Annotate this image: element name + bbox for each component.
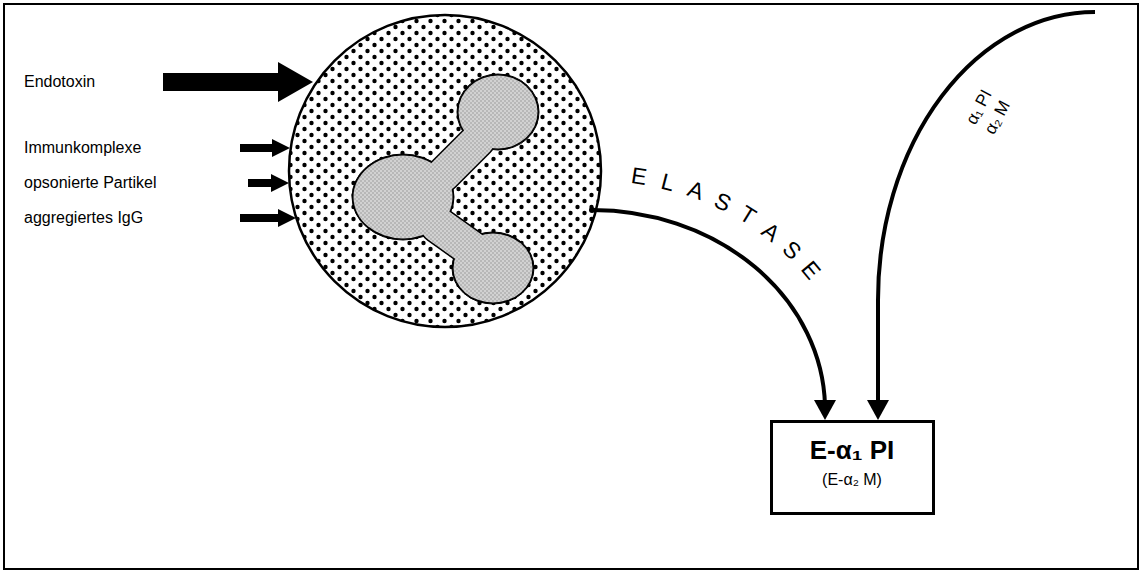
arrowhead	[814, 400, 836, 420]
enzyme-letter: A	[684, 175, 707, 205]
stimulus-arrow	[248, 174, 289, 192]
inhibitor-arrow	[878, 12, 1095, 405]
neutrophil-cell	[289, 15, 601, 327]
inhibitor-group: α₁ PIα₂ M	[961, 86, 1015, 138]
complex-name: E-α₁ PI	[787, 433, 918, 467]
enzyme-letter: A	[757, 217, 785, 247]
enzyme-letter: L	[659, 167, 678, 195]
enzyme-letter: S	[710, 187, 735, 217]
stimulus-label: aggregiertes IgG	[24, 208, 143, 228]
stimulus-label: opsonierte Partikel	[24, 173, 157, 193]
enzyme-letter: E	[629, 162, 648, 190]
nucleus	[354, 76, 538, 303]
stimulus-arrow	[240, 209, 296, 227]
frame	[4, 4, 1138, 569]
stimulus-label: Endotoxin	[24, 72, 95, 92]
enzyme-letter: T	[735, 201, 761, 231]
arrowhead	[867, 400, 889, 420]
stimulus-label: Immunkomplexe	[24, 138, 141, 158]
nucleus-outline	[352, 74, 539, 304]
complex-alt-name: (E-α₂ M)	[787, 467, 918, 493]
stimulus-arrow	[163, 62, 313, 102]
stimulus-arrow	[240, 139, 290, 157]
complex-box: E-α₁ PI(E-α₂ M)	[770, 420, 935, 515]
enzyme-letter: S	[778, 235, 807, 264]
release-arrow	[592, 210, 825, 405]
enzyme-letter: E	[796, 256, 826, 284]
